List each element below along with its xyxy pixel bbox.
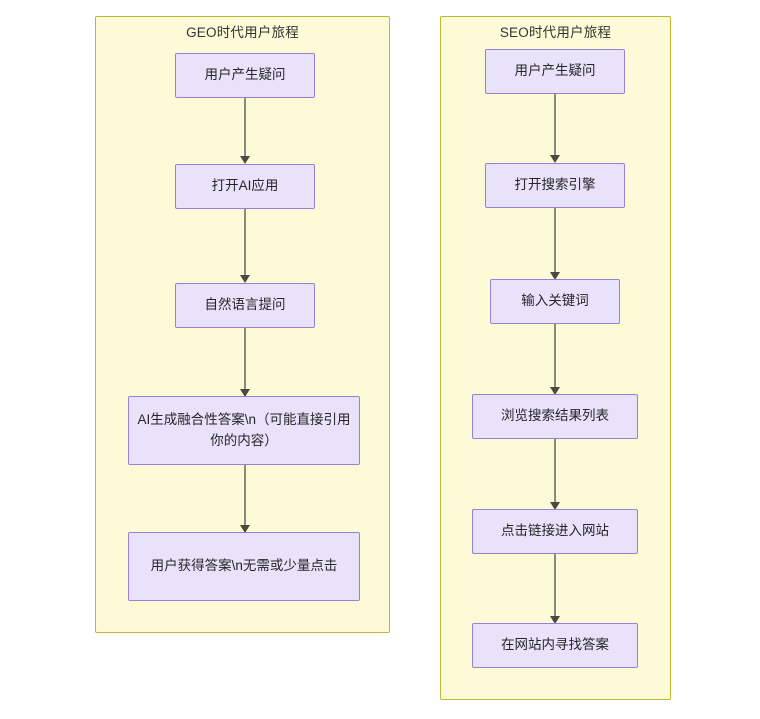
node-geo-4[interactable]: AI生成融合性答案\n（可能直接引用你的内容）	[128, 396, 360, 465]
edge-seo-5-to-seo-6	[554, 554, 556, 622]
node-seo-2-label: 打开搜索引擎	[514, 177, 596, 193]
node-seo-5[interactable]: 点击链接进入网站	[472, 509, 638, 554]
arrowhead-seo-4-to-seo-5	[550, 502, 560, 510]
edge-geo-4-to-geo-5	[244, 465, 246, 533]
node-seo-4-label: 浏览搜索结果列表	[501, 408, 609, 424]
edge-seo-3-to-seo-4	[554, 324, 556, 393]
node-geo-3[interactable]: 自然语言提问	[175, 283, 315, 328]
arrowhead-seo-1-to-seo-2	[550, 155, 560, 163]
edge-geo-2-to-geo-3	[244, 209, 246, 281]
node-seo-1-label: 用户产生疑问	[514, 63, 596, 79]
subgraph-seo-title: SEO时代用户旅程	[499, 25, 612, 40]
subgraph-geo-title: GEO时代用户旅程	[186, 25, 299, 40]
edge-geo-3-to-geo-4	[244, 328, 246, 396]
node-geo-1-label: 用户产生疑问	[204, 67, 286, 83]
edge-seo-1-to-seo-2	[554, 94, 556, 160]
node-seo-3[interactable]: 输入关键词	[490, 279, 620, 324]
node-seo-5-label: 点击链接进入网站	[501, 523, 609, 539]
node-seo-6[interactable]: 在网站内寻找答案	[472, 623, 638, 668]
edge-geo-1-to-geo-2	[244, 98, 246, 161]
arrowhead-geo-3-to-geo-4	[240, 389, 250, 397]
node-seo-2[interactable]: 打开搜索引擎	[485, 163, 625, 208]
node-geo-1[interactable]: 用户产生疑问	[175, 53, 315, 98]
node-seo-1[interactable]: 用户产生疑问	[485, 49, 625, 94]
edge-seo-2-to-seo-3	[554, 208, 556, 278]
node-geo-2[interactable]: 打开AI应用	[175, 164, 315, 209]
arrowhead-seo-3-to-seo-4	[550, 387, 560, 395]
arrowhead-geo-2-to-geo-3	[240, 275, 250, 283]
node-geo-4-label: AI生成融合性答案\n（可能直接引用你的内容）	[137, 411, 351, 448]
node-geo-5-label: 用户获得答案\n无需或少量点击	[150, 558, 338, 574]
arrowhead-geo-4-to-geo-5	[240, 525, 250, 533]
node-geo-3-label: 自然语言提问	[204, 297, 286, 313]
arrowhead-seo-5-to-seo-6	[550, 616, 560, 624]
node-seo-4[interactable]: 浏览搜索结果列表	[472, 394, 638, 439]
node-geo-2-label: 打开AI应用	[211, 178, 279, 194]
node-seo-3-label: 输入关键词	[521, 293, 589, 309]
arrowhead-seo-2-to-seo-3	[550, 272, 560, 280]
node-geo-5[interactable]: 用户获得答案\n无需或少量点击	[128, 532, 360, 601]
arrowhead-geo-1-to-geo-2	[240, 156, 250, 164]
edge-seo-4-to-seo-5	[554, 439, 556, 508]
node-seo-6-label: 在网站内寻找答案	[501, 637, 609, 653]
